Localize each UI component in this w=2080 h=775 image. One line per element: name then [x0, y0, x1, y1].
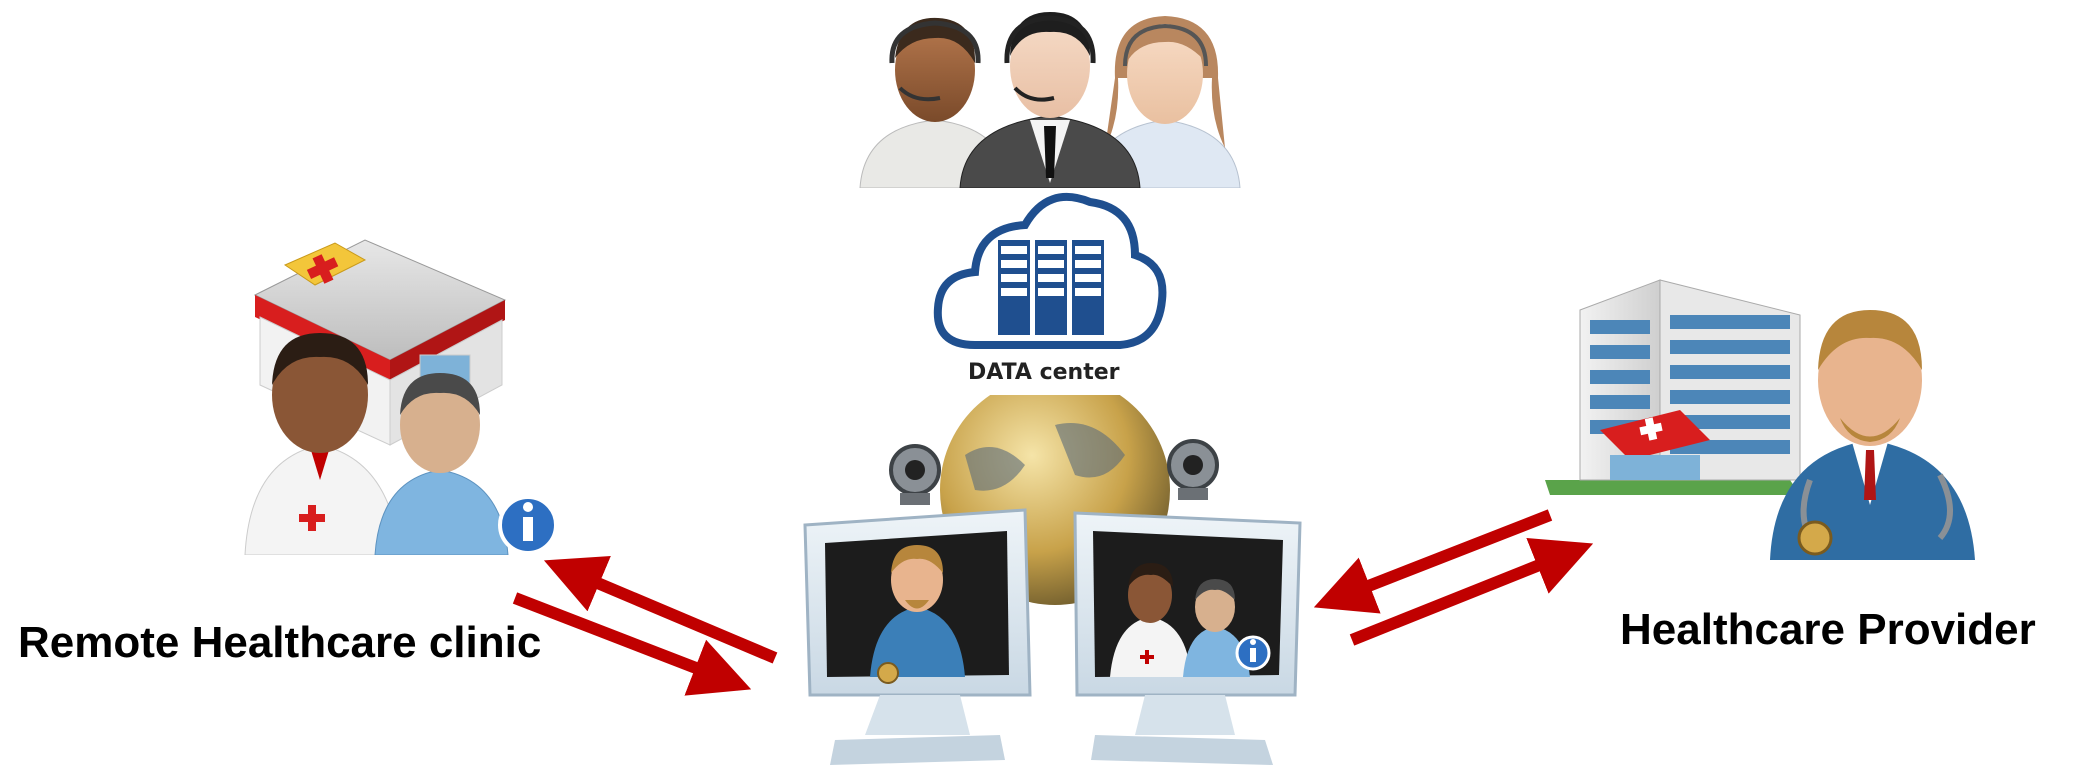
arrow-to-provider — [1349, 537, 1594, 646]
hospital-doctor-icon — [1545, 279, 1975, 560]
globe-webcams-icon — [803, 395, 1302, 765]
remote-clinic-label: Remote Healthcare clinic — [18, 618, 542, 667]
arrow-to-clinic — [543, 556, 778, 664]
cloud-data-center-icon — [933, 192, 1167, 349]
call-center-agents-icon — [859, 12, 1241, 188]
healthcare-provider-label: Healthcare Provider — [1620, 605, 2036, 654]
remote-clinic-icon — [244, 239, 558, 555]
arrow-to-network-right — [1313, 509, 1553, 614]
data-center-label: DATA center — [968, 360, 1120, 385]
arrow-from-clinic — [512, 592, 752, 696]
